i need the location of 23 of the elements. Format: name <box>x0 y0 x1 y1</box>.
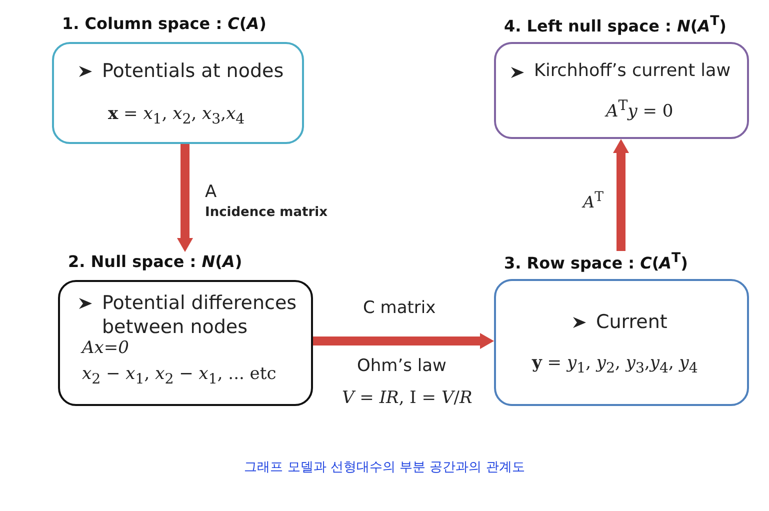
bullet-text: Kirchhoff’s current law <box>534 61 731 81</box>
edge-label: A <box>205 182 217 202</box>
law-label: Ohm’s law <box>357 356 446 376</box>
formula: A$^{T}$y = 0 <box>606 98 674 122</box>
section-heading: 3. Row space : C(A$^{T}$) <box>504 251 688 272</box>
matrix-label: Incidence matrix <box>205 205 328 220</box>
arrow <box>177 144 193 252</box>
arrow <box>613 139 629 251</box>
bullet-text: Potential differences between nodes <box>102 292 298 340</box>
formula: Ax=0 <box>82 338 129 358</box>
formula: x$_{2}$ − x$_{1}$, x$_{2}$ − x$_{1}$, ... etc <box>82 364 276 388</box>
bullet-text: Potentials at nodes <box>102 60 284 82</box>
section-heading: 4. Left null space : N(A$^{T}$) <box>504 14 726 36</box>
edge-label: A$^{T}$ <box>583 190 604 212</box>
section-heading: 2. Null space : N(A) <box>68 252 242 271</box>
formula: x = x$_{1}$, x$_{2}$, x$_{3}$,x$_{4}$ <box>108 104 245 128</box>
caption: 그래프 모델과 선형대수의 부분 공간과의 관계도 <box>243 459 526 476</box>
section-heading: 1. Column space : C(A) <box>62 14 266 33</box>
formula: y = y$_{1}$, y$_{2}$, y$_{3}$,y$_{4}$, y$_{4}$ <box>532 353 698 376</box>
arrow <box>313 333 494 349</box>
bullet-text: Current <box>596 311 668 333</box>
edge-label: C matrix <box>363 298 436 318</box>
formula: V = IR, I = V/R <box>342 388 472 408</box>
